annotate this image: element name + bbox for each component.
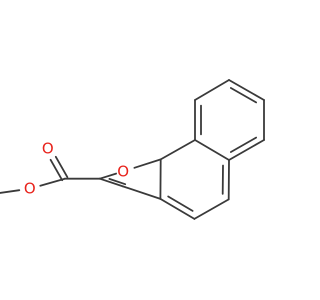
bond xyxy=(49,158,64,182)
double-bond-inner xyxy=(167,195,194,212)
bond xyxy=(194,79,230,101)
bond xyxy=(98,172,117,180)
bond-layer xyxy=(0,79,265,220)
bond xyxy=(159,197,196,220)
bond xyxy=(98,177,124,188)
bond xyxy=(133,158,162,169)
atom-label-layer: O O O xyxy=(24,140,129,198)
bond xyxy=(228,79,265,101)
double-bond-inner xyxy=(229,87,258,104)
molecule-canvas: O O O xyxy=(0,79,265,220)
bond xyxy=(0,189,21,194)
bond xyxy=(193,198,230,220)
bond xyxy=(122,185,162,200)
bond xyxy=(228,139,265,161)
double-bond-inner xyxy=(108,177,127,186)
bond xyxy=(54,155,69,179)
oxygen-atom-label: O xyxy=(117,162,129,180)
oxygen-atom-label: O xyxy=(42,140,54,158)
oxygen-atom-label: O xyxy=(24,180,36,198)
double-bond-inner xyxy=(229,136,258,153)
bond xyxy=(159,139,196,161)
bond xyxy=(39,177,66,187)
bond xyxy=(194,139,230,161)
